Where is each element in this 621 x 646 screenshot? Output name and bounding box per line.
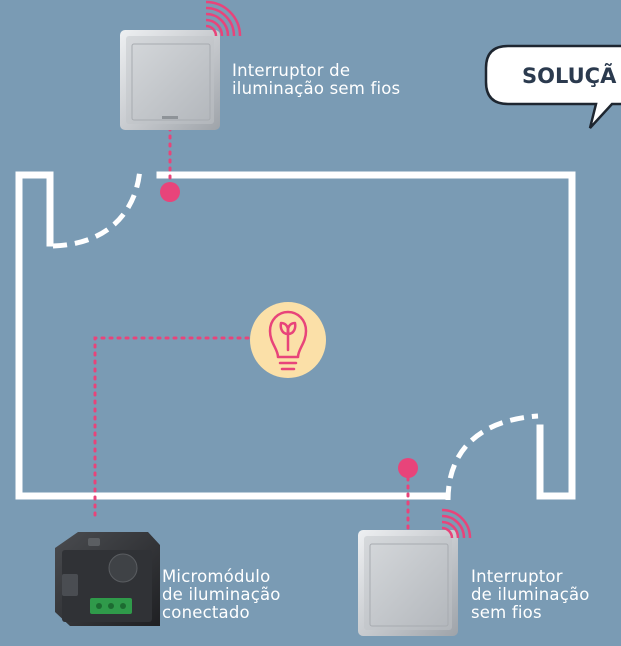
wifi-signal-icon [441,508,472,539]
label-micromodule-line1: Micromódulo [162,567,271,586]
lightbulb-icon [250,302,326,378]
label-switch-top-line1: Interruptor de [232,61,351,80]
node-bottom [398,458,418,478]
room-walls [15,171,576,500]
label-switch-bottom-line2: de iluminação [471,585,590,604]
link-module-bulb [93,336,252,517]
node-top [160,182,180,202]
label-switch-top: Interruptor de iluminação sem fios [232,62,400,98]
label-micromodule: Micromódulo de iluminação conectado [162,568,281,622]
door-swing-bottom [445,413,539,501]
label-micromodule-line3: conectado [162,603,250,622]
callout-title: SOLUÇÃ [522,64,617,88]
door-swings [52,167,539,501]
door-swing-top [52,167,143,249]
label-switch-bottom-line1: Interruptor [471,567,563,586]
wall-switch-top [120,0,242,130]
label-switch-bottom-line3: sem fios [471,603,542,622]
label-micromodule-line2: de iluminação [162,585,281,604]
wall-top-left-stub [15,171,449,500]
connection-lines [93,126,410,534]
callout-bubble [484,44,621,129]
wall-main [156,171,576,500]
micromodule-device [55,532,160,626]
label-switch-bottom: Interruptor de iluminação sem fios [471,568,590,622]
wall-switch-bottom [358,508,472,636]
label-switch-top-line2: iluminação sem fios [232,79,401,98]
wifi-signal-icon [205,0,242,37]
